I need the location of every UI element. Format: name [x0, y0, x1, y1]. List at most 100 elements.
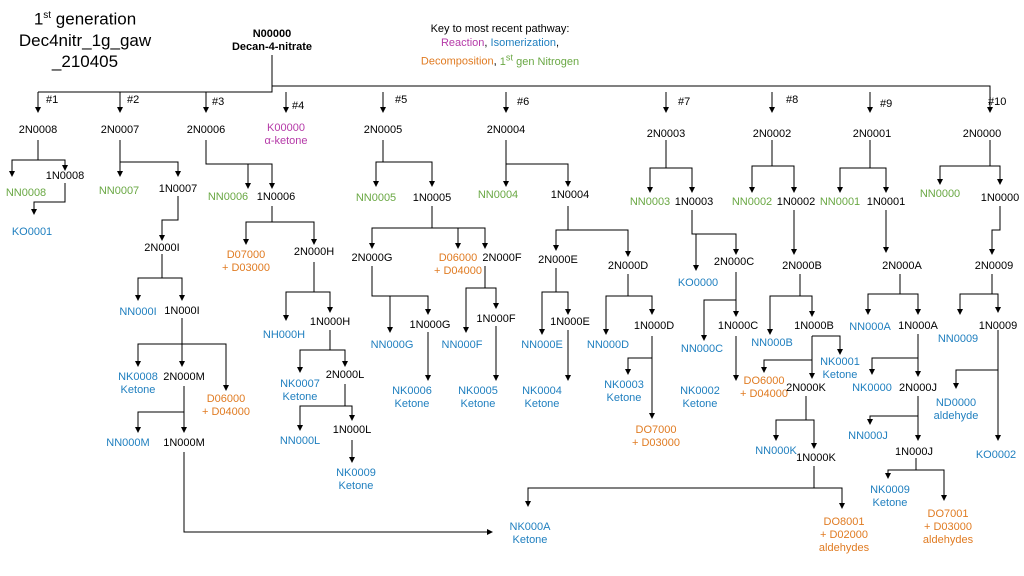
node: NN000E [521, 339, 563, 351]
node: NN0004 [477, 189, 519, 201]
node: 1N0003 [674, 196, 714, 208]
node: 1N000M [163, 437, 205, 449]
pathway-label: #5 [395, 94, 408, 106]
pathway-label: #1 [46, 94, 59, 106]
pathway-label: #4 [292, 100, 305, 112]
node: NN0000 [919, 188, 961, 200]
node: NN000F [441, 339, 483, 351]
node: KO0002 [975, 449, 1017, 461]
node: NN0005 [355, 192, 397, 204]
key-isomerization: Isomerization [490, 37, 556, 49]
node: 2N000G [351, 252, 393, 264]
node: 1N000B [794, 320, 834, 332]
node: 1N000D [633, 320, 675, 332]
node: NN000M [106, 437, 150, 449]
node: NN0008 [5, 187, 47, 199]
node: 2N0005 [363, 124, 403, 136]
node: 1N000E [550, 316, 590, 328]
node: NN000C [680, 343, 724, 355]
node: 2N000L [325, 369, 365, 381]
node: 1N000K [796, 452, 836, 464]
node: 1N0002 [776, 196, 816, 208]
node: KO0000 [677, 277, 719, 289]
node: D06000+ D04000 [433, 252, 483, 277]
node: 2N000F [482, 252, 522, 264]
node: 2N0003 [646, 128, 686, 140]
pathway-label: #6 [517, 96, 530, 108]
node: 1N0005 [412, 192, 452, 204]
pathway-label: #10 [988, 96, 1007, 108]
node: NN0001 [819, 196, 861, 208]
node: 1N000C [717, 320, 759, 332]
node: 2N0007 [100, 124, 140, 136]
node: 1N0007 [158, 183, 198, 195]
node: DO6000+ D04000 [739, 375, 789, 400]
node: 1N000G [409, 319, 451, 331]
node: NN0006 [207, 191, 249, 203]
node: 2N0001 [852, 128, 892, 140]
pathway-label: #7 [678, 96, 691, 108]
root-node: N00000 Decan-4-nitrate [231, 28, 313, 53]
node: 2N0009 [974, 260, 1014, 272]
pathway-label: #3 [212, 96, 225, 108]
node: NN0007 [98, 185, 140, 197]
node: NN0003 [629, 196, 671, 208]
key-reaction: Reaction [440, 37, 485, 49]
node: 1N000L [332, 424, 372, 436]
node: NK0000 [852, 382, 892, 394]
color-key: Key to most recent pathway: Reaction, Is… [420, 23, 580, 68]
pathway-label: #9 [880, 98, 893, 110]
pathway-label: #2 [127, 94, 140, 106]
diagram-title: 1st generation Dec4nitr_1g_gaw _210405 [18, 9, 152, 71]
node: 2N0008 [18, 124, 58, 136]
node: 1N0000 [980, 192, 1020, 204]
node: 1N0004 [550, 189, 590, 201]
node: DO7000+ D03000 [631, 424, 681, 449]
node: 1N000J [895, 446, 933, 458]
node: 2N0002 [752, 128, 792, 140]
node: 2N000C [713, 256, 755, 268]
node: NN000A [849, 321, 891, 333]
node: 2N000K [786, 382, 826, 394]
node: 2N0000 [962, 128, 1002, 140]
node: 2N0006 [186, 124, 226, 136]
node: NN0002 [731, 196, 773, 208]
node: 2N0004 [486, 124, 526, 136]
node: 2N000J [899, 382, 937, 394]
node: NN000B [751, 337, 793, 349]
node: NN000J [848, 430, 888, 442]
node: 2N000B [782, 260, 822, 272]
node: NN0009 [937, 333, 979, 345]
node: NN000G [370, 339, 414, 351]
node: 2N000D [607, 260, 649, 272]
node: 1N000H [309, 316, 351, 328]
node: 1N0006 [256, 191, 296, 203]
node: 2N000H [293, 246, 335, 258]
key-decomposition: Decomposition [420, 55, 494, 68]
node: NN000K [755, 445, 797, 457]
node: 1N000F [476, 313, 516, 325]
node: 1N0008 [45, 170, 85, 182]
node: 1N000I [164, 305, 200, 317]
node: 2N000E [538, 254, 578, 266]
node: 1N000A [898, 320, 938, 332]
node: D06000+ D04000 [201, 393, 251, 418]
node: 2N000M [163, 371, 205, 383]
node: NN000L [279, 435, 321, 447]
node: D07000+ D03000 [221, 249, 271, 274]
node: NH000H [262, 329, 306, 341]
